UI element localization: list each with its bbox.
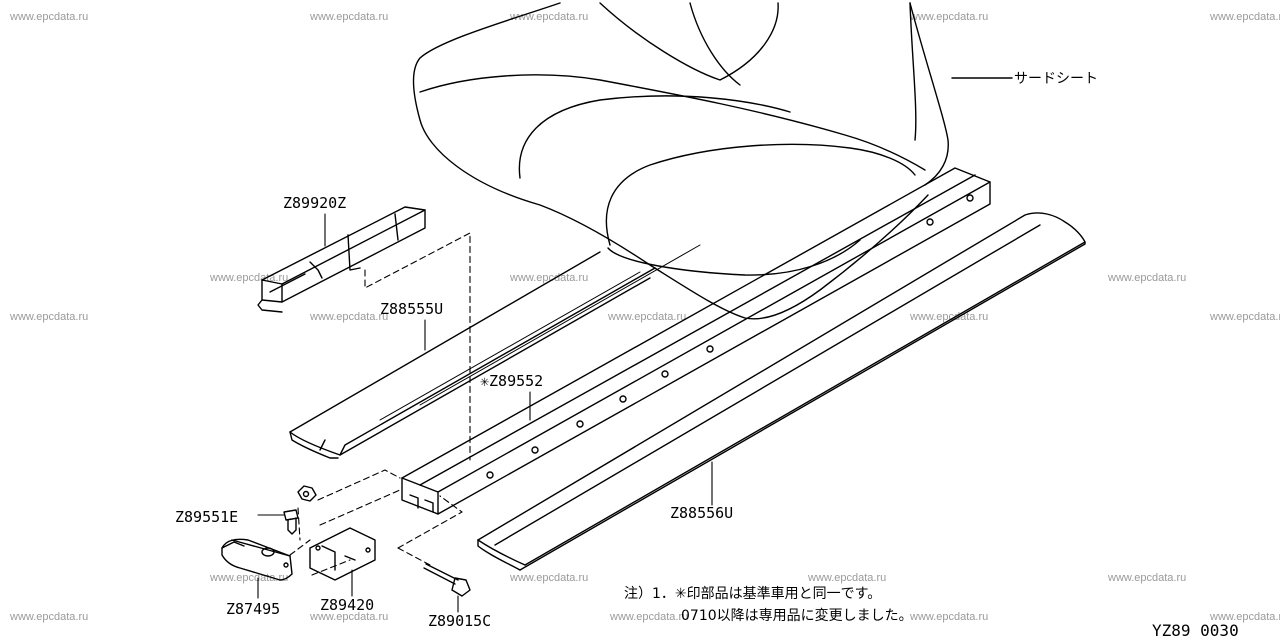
label-Z89920Z: Z89920Z bbox=[283, 194, 346, 212]
watermark: www.epcdata.ru bbox=[10, 311, 89, 323]
watermark: www.epcdata.ru bbox=[310, 311, 389, 323]
nut bbox=[297, 485, 317, 502]
label-Z89015C: Z89015C bbox=[428, 612, 491, 630]
note-line-1: 注）1．✳印部品は基準車用と同一です。 bbox=[624, 585, 881, 602]
watermark: www.epcdata.ru bbox=[1108, 572, 1187, 584]
diagram-code: YZ89 0030 bbox=[1152, 621, 1239, 640]
note-line-2: 0710以降は専用品に変更しました。 bbox=[681, 607, 913, 624]
cover-Z87495 bbox=[221, 538, 293, 581]
watermark: www.epcdata.ru bbox=[310, 11, 389, 23]
label-side-seat: サードシート bbox=[1014, 71, 1098, 87]
clip-Z89551E bbox=[283, 509, 299, 535]
watermark: www.epcdata.ru bbox=[808, 572, 887, 584]
watermark: www.epcdata.ru bbox=[10, 611, 89, 623]
watermark: www.epcdata.ru bbox=[910, 611, 989, 623]
watermark: www.epcdata.ru bbox=[210, 572, 289, 584]
watermark: www.epcdata.ru bbox=[510, 272, 589, 284]
watermark: www.epcdata.ru bbox=[1108, 272, 1187, 284]
trim-Z88556U bbox=[477, 212, 1086, 571]
label-Z88555U: Z88555U bbox=[380, 300, 443, 318]
bracket-Z89920Z bbox=[257, 206, 426, 313]
watermark: www.epcdata.ru bbox=[608, 311, 687, 323]
watermark: www.epcdata.ru bbox=[510, 11, 589, 23]
label-Z89420: Z89420 bbox=[320, 596, 374, 614]
watermark: www.epcdata.ru bbox=[1210, 611, 1280, 623]
label-Z87495: Z87495 bbox=[226, 600, 280, 618]
bolt-Z89015C bbox=[423, 563, 471, 597]
watermark: www.epcdata.ru bbox=[1210, 11, 1280, 23]
rail-Z89552 bbox=[401, 167, 991, 515]
label-Z88556U: Z88556U bbox=[670, 504, 733, 522]
label-Z89552: ✳Z89552 bbox=[480, 372, 543, 390]
watermark: www.epcdata.ru bbox=[910, 311, 989, 323]
watermark: www.epcdata.ru bbox=[510, 572, 589, 584]
leader-lines bbox=[257, 213, 713, 613]
seat-drawing bbox=[412, 2, 949, 320]
label-Z89551E: Z89551E bbox=[175, 508, 238, 526]
bracket-Z89420 bbox=[309, 527, 376, 581]
watermark: www.epcdata.ru bbox=[310, 611, 389, 623]
guide-lines bbox=[289, 232, 471, 576]
watermark: www.epcdata.ru bbox=[1210, 311, 1280, 323]
watermark: www.epcdata.ru bbox=[910, 11, 989, 23]
watermark: www.epcdata.ru bbox=[610, 611, 689, 623]
watermark: www.epcdata.ru bbox=[10, 11, 89, 23]
trim-Z88555U bbox=[289, 244, 701, 459]
